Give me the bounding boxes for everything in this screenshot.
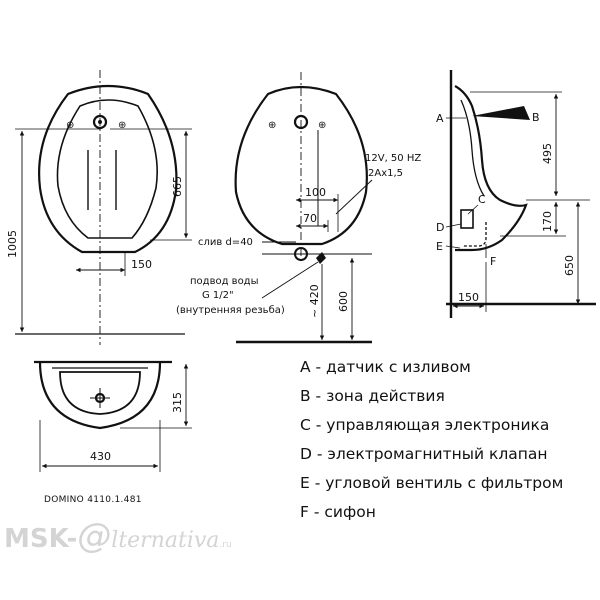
label-a: A [436, 112, 444, 125]
front-view: ⊕ ⊕ 1005 665 150 [6, 70, 192, 345]
rear-view: ⊕ ⊕ 12V, 50 HZ 2Ax1,5 100 70 слив d=40 п… [176, 72, 421, 344]
water-supply-label: подвод воды [190, 276, 259, 287]
electronics-box [460, 209, 474, 229]
rear-view-dim-70: 70 [303, 212, 317, 225]
front-view-dim-1005: 1005 [6, 230, 19, 258]
rear-view-dim-420: ~ 420 [308, 284, 321, 318]
electrical-leader [335, 179, 373, 215]
label-c: C [478, 193, 486, 206]
front-view-dim-665: 665 [171, 176, 184, 197]
profile-view: A B C D E F 495 170 650 150 [436, 70, 596, 318]
legend-item-c: C - управляющая электроника [300, 416, 550, 434]
front-view-fixing-left: ⊕ [66, 120, 74, 131]
siphon-pipe [462, 222, 487, 247]
rear-view-fixing-left: ⊕ [268, 120, 276, 131]
watermark-prefix: MSK- [4, 524, 78, 554]
top-view-dim-430: 430 [90, 450, 111, 463]
label-f: F [490, 255, 496, 268]
watermark-tld: .ru [219, 540, 232, 550]
legend-item-d: D - электромагнитный клапан [300, 445, 548, 463]
watermark-suffix: lternativa [111, 528, 220, 553]
front-view-dim-150: 150 [131, 258, 152, 271]
legend-item-f: F - сифон [300, 503, 376, 521]
profile-dim-495: 495 [541, 143, 554, 164]
rear-view-outline [234, 85, 368, 246]
watermark: MSK-@lternativa.ru [4, 516, 232, 556]
top-view-outer [38, 361, 162, 430]
label-b: B [532, 111, 540, 124]
rear-view-fixing-right: ⊕ [318, 120, 326, 131]
front-view-inner-bowl [56, 99, 158, 239]
sensor-zone-beam [472, 106, 530, 120]
front-view-fixing-right: ⊕ [118, 120, 126, 131]
electrical-label: 12V, 50 HZ [365, 153, 421, 164]
thread-note: (внутренняя резьба) [176, 305, 285, 316]
legend: A - датчик с изливом B - зона действия C… [300, 358, 596, 532]
profile-urinal-body [454, 85, 528, 252]
label-e-leader [445, 245, 461, 249]
water-supply-pipe [316, 252, 326, 264]
profile-dim-170: 170 [541, 211, 554, 232]
fuse-label: 2Ax1,5 [368, 168, 403, 179]
legend-item-a: A - датчик с изливом [300, 358, 471, 376]
thread-label: G 1/2" [202, 290, 234, 301]
model-label: DOMINO 4110.1.481 [44, 495, 142, 505]
legend-item-e: E - угловой вентиль с фильтром [300, 474, 564, 492]
profile-dim-650: 650 [563, 255, 576, 276]
label-d-leader [445, 223, 462, 228]
front-view-outer-shell [38, 84, 178, 254]
rear-view-dim-100: 100 [305, 186, 326, 199]
profile-dim-150: 150 [458, 291, 479, 304]
top-view-inner [59, 371, 141, 415]
front-view-spout [92, 114, 108, 130]
water-supply-leader [261, 261, 319, 299]
top-view: 315 430 [34, 360, 192, 472]
label-d: D [436, 221, 444, 234]
label-e: E [436, 240, 443, 253]
legend-item-b: B - зона действия [300, 387, 445, 405]
top-view-dim-315: 315 [171, 392, 184, 413]
profile-urinal-inner [460, 99, 485, 197]
rear-view-dim-600: 600 [337, 291, 350, 312]
drain-label: слив d=40 [198, 237, 253, 248]
watermark-at: @ [77, 516, 112, 556]
